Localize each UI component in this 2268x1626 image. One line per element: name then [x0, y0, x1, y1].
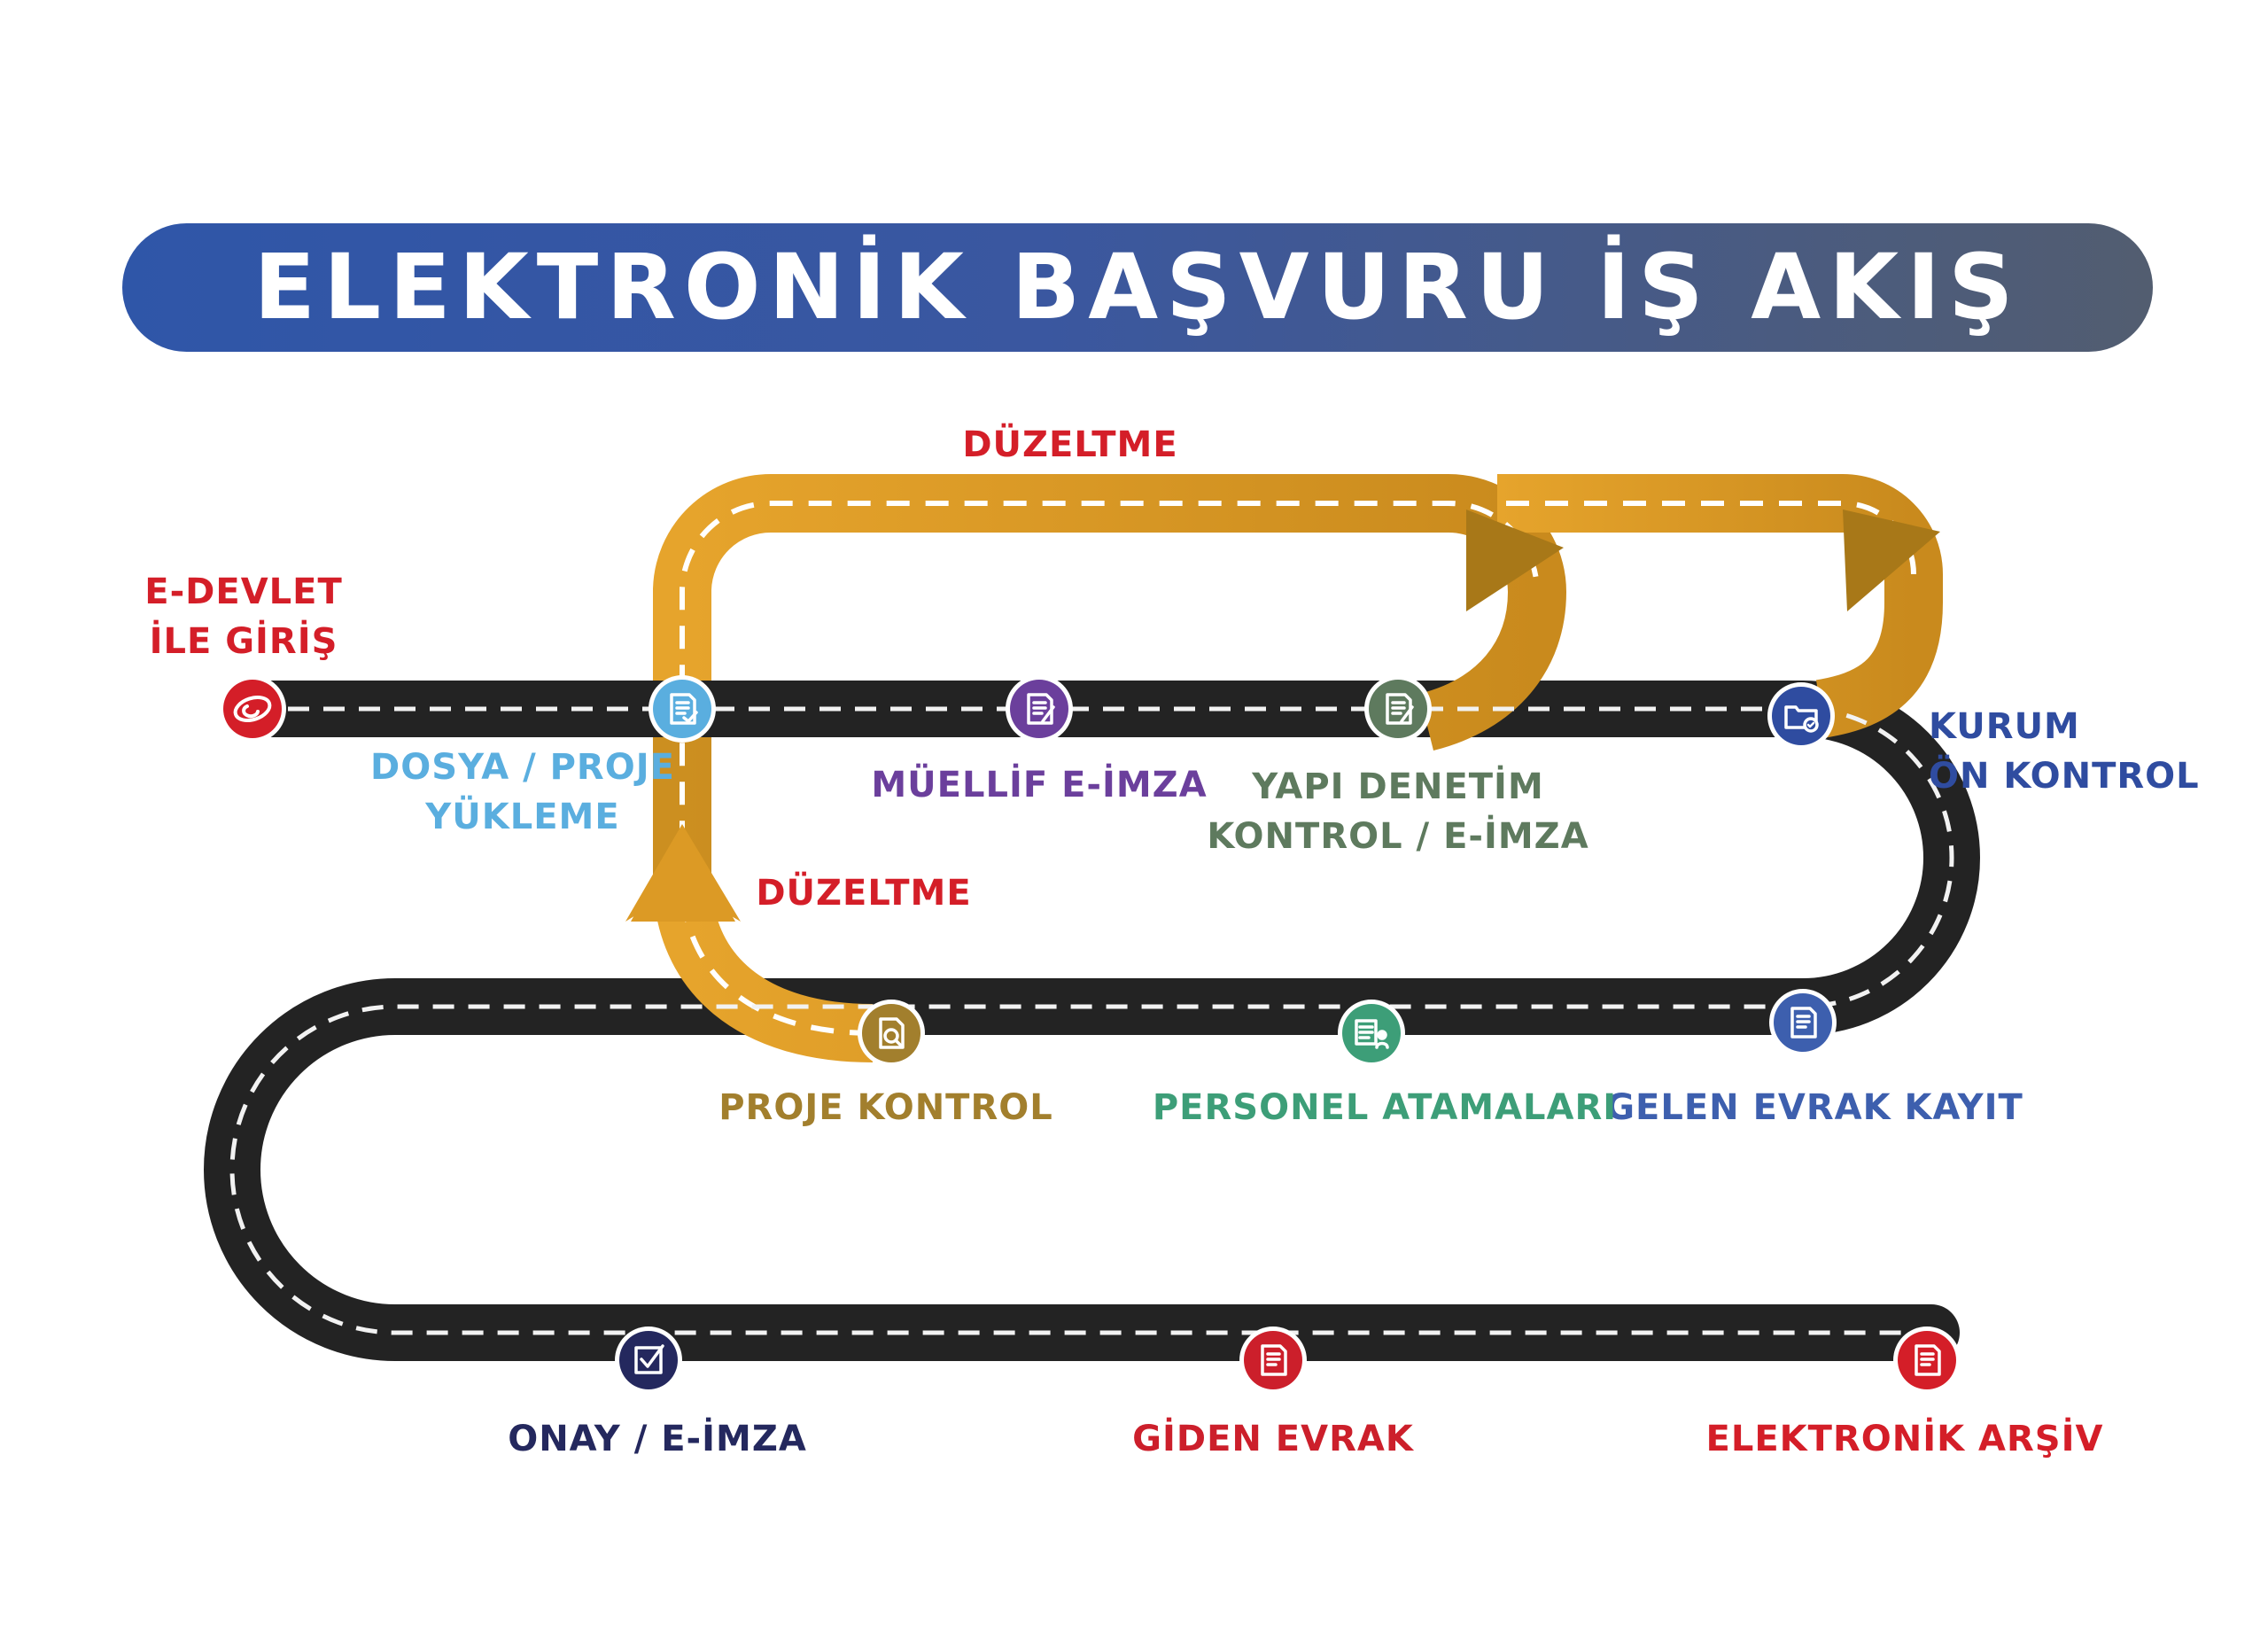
label-e-devlet-line-2: İLE GİRİŞ: [149, 621, 338, 662]
label-proje: PROJE KONTROL: [718, 1083, 1053, 1132]
detour-arrowhead-left-core: [631, 829, 735, 922]
detour-label-top: DÜZELTME: [962, 420, 1177, 470]
label-kurum-line-2: ÖN KONTROL: [1929, 756, 2200, 797]
label-gelen: GELEN EVRAK KAYIT: [1605, 1083, 2023, 1132]
page-title: ELEKTRONİK BAŞVURU İŞ AKIŞ PLANI: [253, 235, 2022, 469]
detour-label-left-text: DÜZELTME: [756, 873, 972, 914]
detour-right-dash: [1506, 501, 1916, 575]
label-muellif-line-1: MÜELLİF E-İMZA: [871, 765, 1208, 805]
label-dosya-line-2: YÜKLEME: [425, 797, 620, 837]
label-gelen-line-1: GELEN EVRAK KAYIT: [1605, 1087, 2023, 1128]
label-dosya-line-1: DOSYA / PROJE: [370, 747, 675, 788]
detour-label-top-text: DÜZELTME: [962, 424, 1178, 465]
document-sign-icon: [1027, 693, 1055, 725]
label-e-devlet: E-DEVLET İLE GİRİŞ: [144, 567, 343, 666]
marker-personel: [1338, 1000, 1405, 1067]
marker-proje: [858, 1000, 925, 1067]
outgoing-document-icon: [1261, 1344, 1287, 1376]
detour-label-left: DÜZELTME: [756, 868, 971, 918]
label-e-devlet-line-1: E-DEVLET: [144, 572, 343, 612]
checkbox-icon: [634, 1344, 664, 1374]
marker-yapi: [1364, 675, 1432, 743]
label-yapi-line-2: KONTROL / E-İMZA: [1207, 816, 1589, 857]
document-search-icon: [879, 1017, 905, 1049]
document-pen-icon: [1386, 693, 1414, 725]
marker-kurum: [1767, 682, 1835, 750]
e-devlet-logo-icon: [233, 696, 272, 722]
label-giden-line-1: GİDEN EVRAK: [1132, 1419, 1414, 1459]
title-banner: ELEKTRONİK BAŞVURU İŞ AKIŞ PLANI: [122, 223, 2153, 469]
detour-arrowhead-mid: [1466, 510, 1564, 611]
label-personel: PERSONEL ATAMALARI: [1153, 1083, 1617, 1132]
staff-assign-icon: [1355, 1019, 1389, 1049]
marker-e-devlet: [219, 675, 286, 743]
label-kurum: KURUM ÖN KONTROL: [1929, 702, 2200, 801]
marker-arsiv: [1893, 1326, 1961, 1394]
main-road-dashes: [229, 706, 1954, 1335]
detour-arrowhead-right: [1843, 510, 1940, 611]
folder-check-icon: [1784, 705, 1819, 733]
marker-giden: [1239, 1326, 1307, 1394]
archive-document-icon: [1915, 1344, 1941, 1376]
document-lines-icon: [1790, 1007, 1817, 1039]
label-muellif: MÜELLİF E-İMZA: [871, 760, 1207, 810]
label-kurum-line-1: KURUM: [1929, 706, 2080, 747]
label-giden: GİDEN EVRAK: [1132, 1414, 1414, 1464]
label-onay: ONAY / E-İMZA: [508, 1414, 807, 1464]
marker-onay: [615, 1326, 682, 1394]
detour-left-loop: [653, 474, 1566, 1062]
label-onay-line-1: ONAY / E-İMZA: [508, 1419, 807, 1459]
label-arsiv-line-1: ELEKTRONİK ARŞİV: [1705, 1419, 2104, 1459]
label-personel-line-1: PERSONEL ATAMALARI: [1152, 1087, 1618, 1128]
label-proje-line-1: PROJE KONTROL: [718, 1087, 1053, 1128]
label-arsiv: ELEKTRONİK ARŞİV: [1706, 1414, 2104, 1464]
document-check-icon: [670, 693, 698, 725]
marker-gelen: [1769, 989, 1837, 1056]
label-yapi: YAPI DENETİM KONTROL / E-İMZA: [1207, 762, 1588, 861]
marker-dosya: [649, 675, 716, 743]
marker-muellif: [1006, 675, 1073, 743]
label-dosya: DOSYA / PROJE YÜKLEME: [370, 743, 675, 842]
correction-detours: [625, 474, 1943, 1062]
label-yapi-line-1: YAPI DENETİM: [1252, 766, 1544, 807]
